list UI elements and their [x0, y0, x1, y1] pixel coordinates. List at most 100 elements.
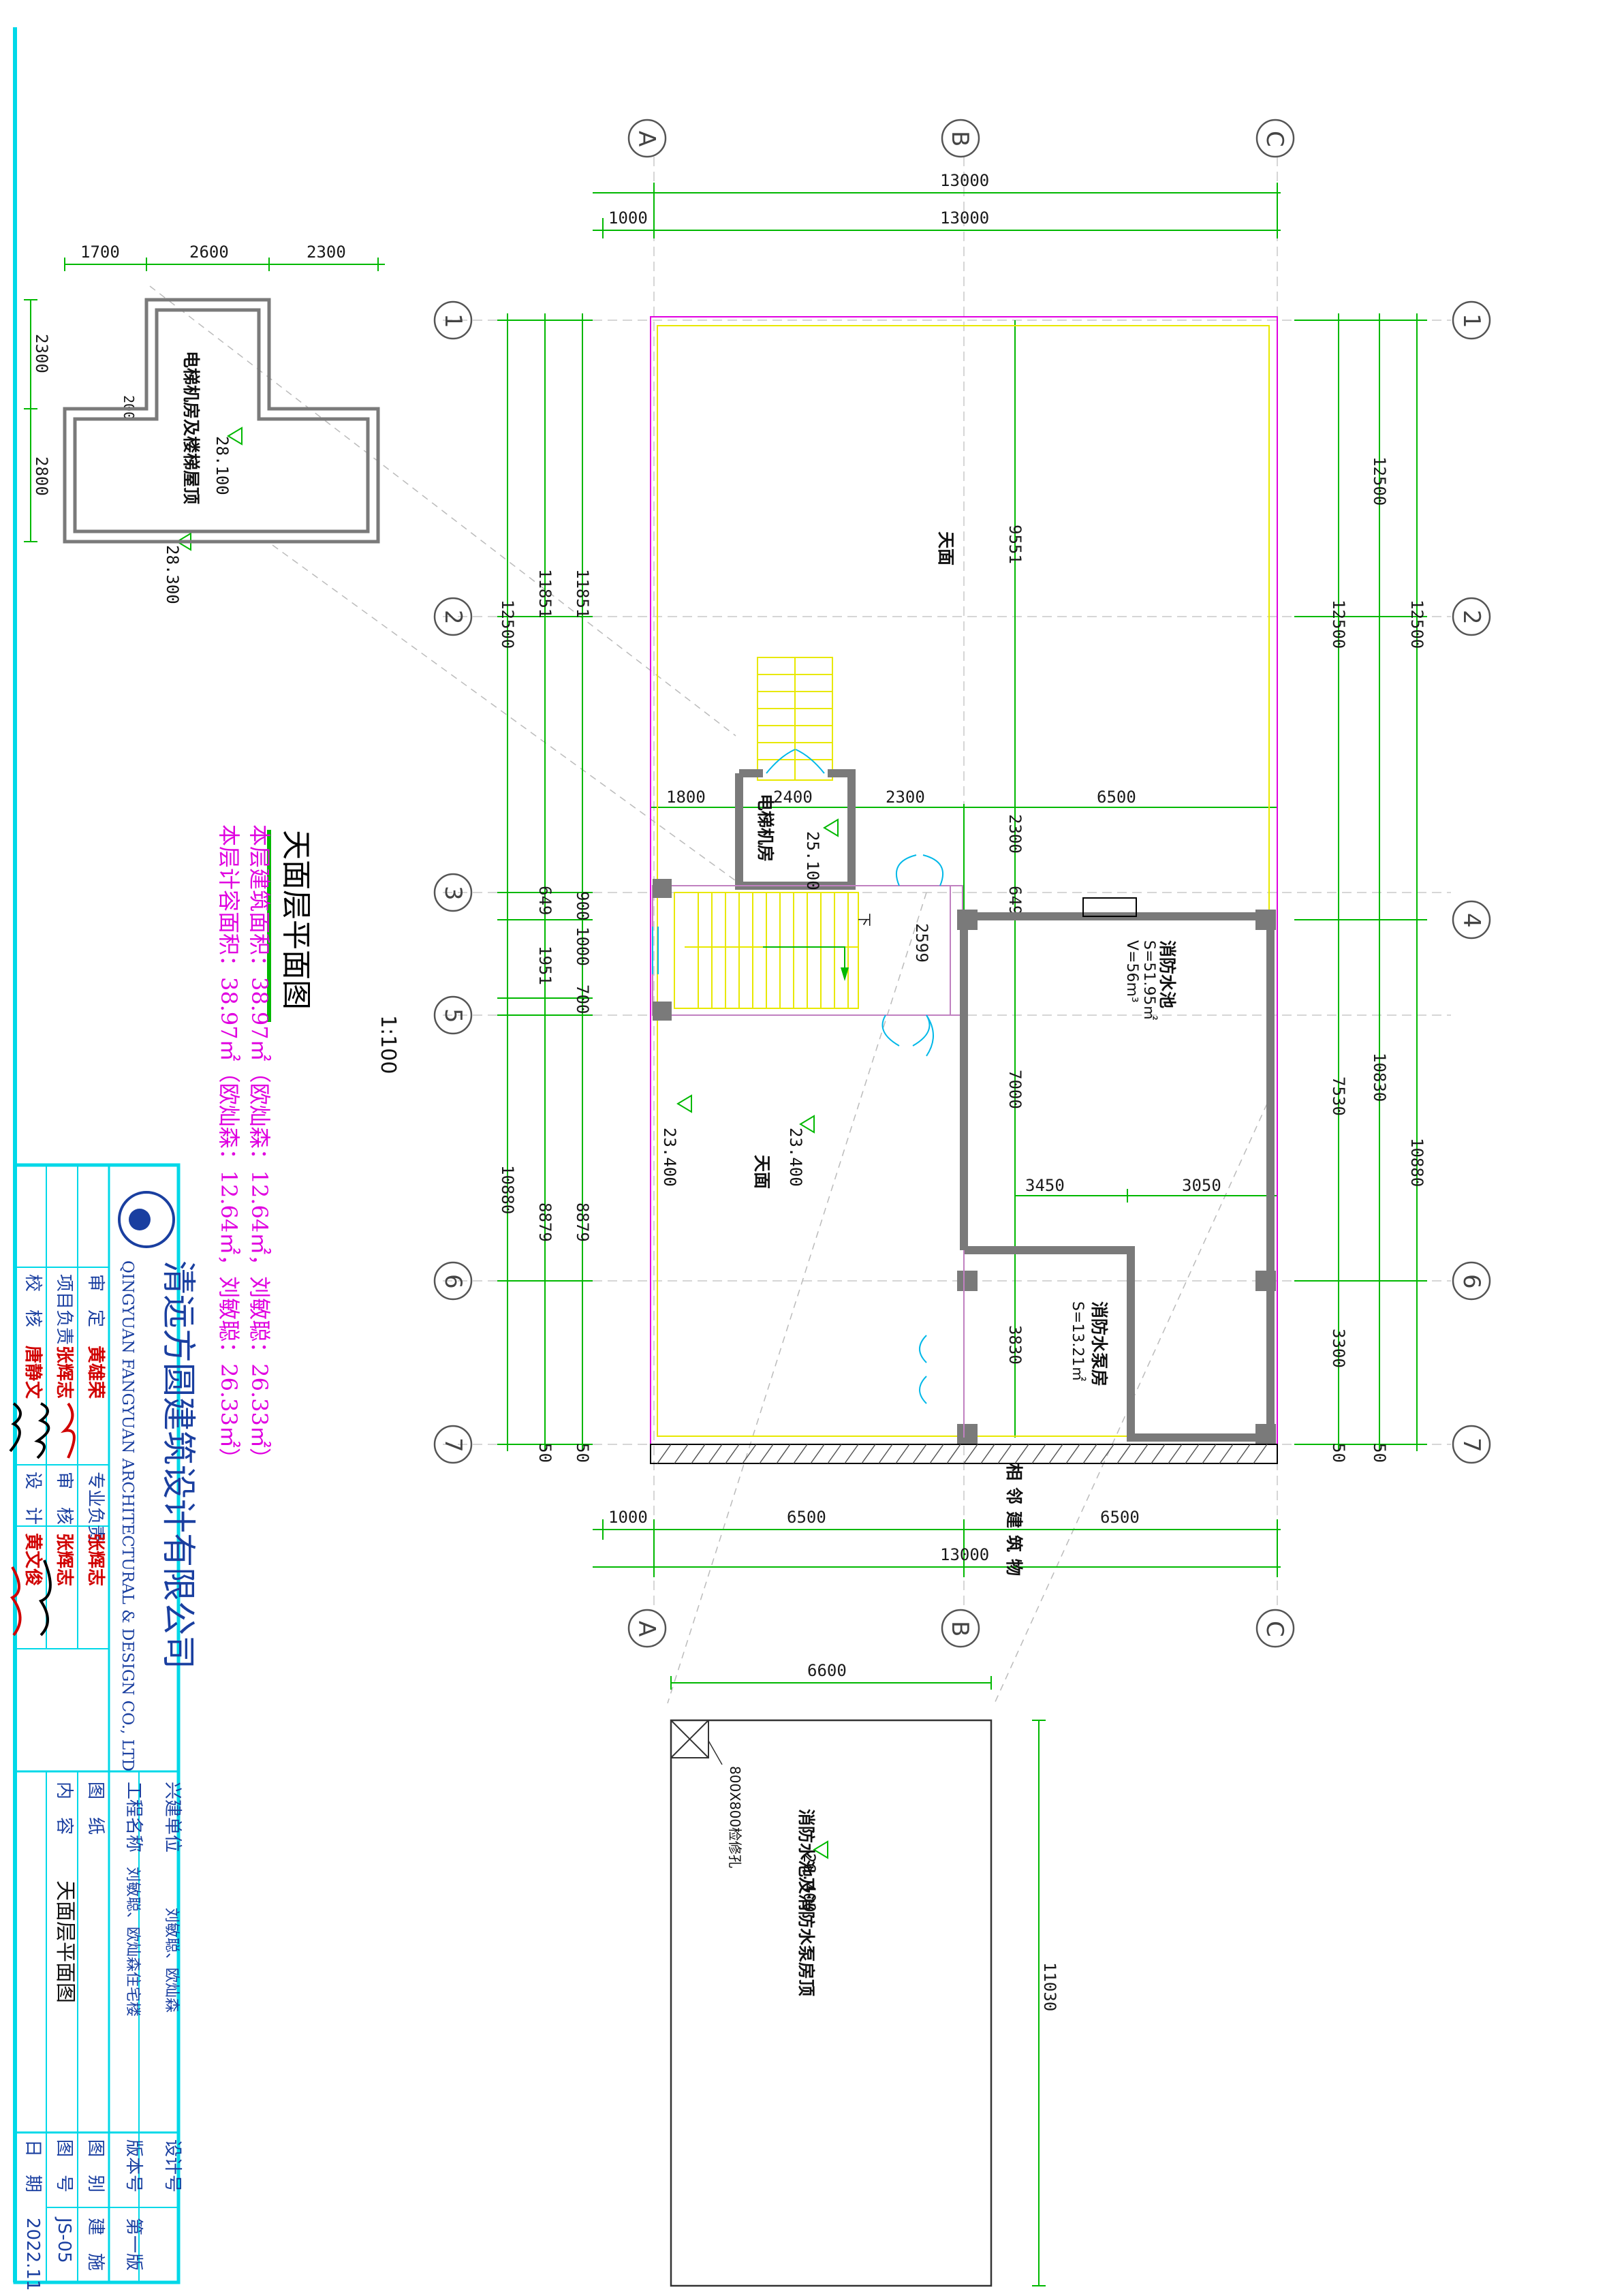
- axis-label-a-bottom: A: [633, 1621, 660, 1636]
- scale-label: 1:100: [376, 1015, 400, 1074]
- level-markers: [176, 426, 839, 1859]
- level-roof-b: 23.400: [786, 1128, 805, 1187]
- column: [1255, 1424, 1276, 1444]
- dim-left-11851-b: 11851: [573, 569, 592, 618]
- dim-inset-v-2300: 2300: [32, 334, 51, 373]
- dim-left-700: 700: [573, 984, 592, 1014]
- axis-label-2-right: 2: [1458, 610, 1485, 625]
- dim-7000: 7000: [1005, 1070, 1025, 1109]
- dim-1800: 1800: [666, 788, 706, 807]
- value-banben: 第一版: [123, 2218, 144, 2271]
- dim-right-12500-b: 12500: [1329, 600, 1348, 649]
- room-fire-pool: 消防水池: [1157, 940, 1177, 1008]
- dim-3830: 3830: [1005, 1325, 1025, 1365]
- dim-2400: 2400: [773, 788, 813, 807]
- dim-right-7530: 7530: [1329, 1076, 1348, 1116]
- column: [957, 1271, 978, 1291]
- key-sheji: 设计号: [162, 2139, 183, 2192]
- dimension-lines: [24, 183, 1427, 2286]
- dim-left-50-a: 50: [535, 1443, 555, 1463]
- role-xiangmu: 项目负责: [54, 1274, 74, 1345]
- value-gongcheng: 刘敏聪、欧灿森住宅楼: [124, 1867, 141, 2017]
- pool-hatch: [1082, 897, 1137, 917]
- axis-bubbles: [433, 119, 1491, 1648]
- title-block: 清远方圆建筑设计有限公司 QINGYUAN FANGYUAN ARCHITECT…: [9, 1163, 198, 2291]
- role-jiaohe: 校 核: [22, 1274, 43, 1327]
- name-shenhe: 张辉志: [54, 1533, 74, 1586]
- inset-elevator-roof: [63, 298, 380, 544]
- name-xiangmu: 张辉志: [54, 1346, 74, 1399]
- axis-label-1-left: 1: [439, 313, 467, 328]
- dim-6500: 6500: [1097, 788, 1136, 807]
- column: [1255, 910, 1276, 930]
- dim-9551: 9551: [1005, 525, 1025, 564]
- inset-title: 电梯机房及楼梯屋顶: [181, 351, 201, 504]
- stair-arrow: [763, 946, 845, 967]
- level-inset-a: 28.100: [213, 436, 232, 495]
- room-elevator: 电梯机房: [755, 794, 775, 862]
- field-neirong: 内 容: [54, 1782, 74, 1835]
- company-logo-icon: [118, 1191, 175, 1248]
- key-riqi: 日 期: [22, 2139, 43, 2192]
- pool-roof-title: 消防水池及消防水泵房顶: [796, 1809, 816, 1996]
- drawing-title: 天面层平面图: [279, 830, 313, 1010]
- fire-pool-volume: V=56m³: [1123, 940, 1140, 1003]
- signature-marks: [9, 1402, 76, 1636]
- axis-label-c-top: C: [1261, 131, 1288, 147]
- pump-room-doors: [919, 1014, 934, 1404]
- dim-right-10880: 10880: [1407, 1138, 1426, 1187]
- stair-window: [652, 927, 659, 974]
- pump-room-area: S=13.21㎡: [1069, 1301, 1087, 1381]
- stair-mark: 下: [856, 913, 873, 927]
- value-tuzhi: 天面层平面图: [53, 1880, 77, 2003]
- column: [1255, 1271, 1276, 1291]
- projection-lines: [149, 285, 1268, 1704]
- company-name-en: QINGYUAN FANGYUAN ARCHITECTURAL & DESIGN…: [119, 1260, 136, 1771]
- stair-roof-hatch: [757, 657, 833, 781]
- dim-top-total-2: 13000: [940, 208, 989, 228]
- dim-11030: 11030: [1040, 1962, 1059, 2011]
- axis-lines: [443, 157, 1451, 1608]
- value-tubie: 建 施: [85, 2218, 106, 2271]
- room-pump: 消防水泵房: [1089, 1301, 1109, 1386]
- dim-inset-v-2800: 2800: [32, 456, 51, 496]
- axis-label-a-top: A: [633, 131, 660, 146]
- key-tubie: 图 别: [85, 2139, 106, 2192]
- axis-label-3-left: 3: [439, 886, 467, 901]
- axis-label-1-right: 1: [1458, 313, 1485, 328]
- dim-inset-2300: 2300: [307, 243, 346, 262]
- dim-bottom-ab: 6500: [787, 1508, 826, 1527]
- stair-arrow-head-icon: [841, 967, 849, 981]
- dim-right-50-a: 50: [1329, 1443, 1348, 1463]
- value-jianshe: 刘敏聪、欧灿森: [163, 1908, 180, 2013]
- dim-649-v: 649: [1005, 886, 1025, 915]
- column: [653, 1002, 672, 1021]
- stair-treads: [674, 892, 859, 1009]
- dim-bottom-bc: 6500: [1100, 1508, 1140, 1527]
- elevator-room-door: [766, 749, 825, 774]
- dim-inset-1700: 1700: [80, 243, 120, 262]
- dim-inset-2600: 2600: [189, 243, 229, 262]
- role-sheji: 设 计: [22, 1472, 43, 1525]
- dim-left-1000: 1000: [573, 927, 592, 966]
- level-roof-a: 23.400: [660, 1128, 679, 1187]
- dim-2300-v: 2300: [1005, 814, 1025, 854]
- axis-label-7-right: 7: [1458, 1438, 1485, 1453]
- field-tuzhi: 图 纸: [85, 1782, 106, 1835]
- name-zhuanye: 张辉志: [85, 1533, 106, 1586]
- level-pool-roof: 26.400: [800, 1853, 819, 1912]
- dim-left-8879-b: 8879: [573, 1203, 592, 1242]
- dim-top-total-1: 13000: [940, 171, 989, 190]
- axis-label-2-left: 2: [439, 610, 467, 625]
- dim-right-10830: 10830: [1370, 1053, 1389, 1102]
- fire-pool-area: S=51.95㎡: [1140, 940, 1158, 1020]
- room-roof-top: 天面: [936, 531, 956, 565]
- dim-bottom-total: 13000: [940, 1545, 989, 1564]
- dim-3050: 3050: [1182, 1176, 1221, 1195]
- adjacent-building: 相邻建筑物: [1004, 1463, 1024, 1583]
- key-tuhao: 图 号: [54, 2139, 74, 2192]
- room-roof-bottom: 天面: [752, 1155, 772, 1189]
- hatch-note: 800X800检修孔: [727, 1766, 743, 1868]
- axis-label-c-bottom: C: [1261, 1621, 1288, 1637]
